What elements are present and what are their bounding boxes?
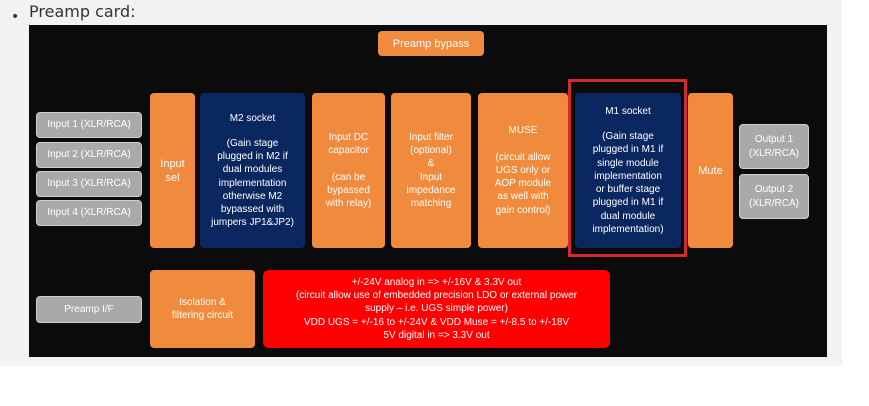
output-2-block: Output 2 (XLR/RCA): [739, 174, 809, 219]
input-4-block: Input 4 (XLR/RCA): [36, 200, 142, 226]
m2-socket-block: M2 socket (Gain stage plugged in M2 if d…: [200, 93, 305, 248]
m1-socket-title: M1 socket: [605, 106, 651, 118]
preamp-if-block: Preamp I/F: [36, 296, 142, 323]
m2-socket-body: (Gain stage plugged in M2 if dual module…: [211, 137, 294, 229]
isolation-filtering-block: Isolation & filtering circuit: [150, 270, 255, 348]
input-filter-block: Input filter (optional) & Input impedanc…: [391, 93, 471, 248]
m2-socket-title: M2 socket: [229, 112, 276, 124]
input-dc-capacitor-block: Input DC capacitor (can be bypassed with…: [312, 93, 385, 248]
muse-block: MUSE (circuit allow UGS only or AOP modu…: [478, 93, 568, 248]
input-1-block: Input 1 (XLR/RCA): [36, 112, 142, 138]
preamp-bypass-block: Preamp bypass: [378, 31, 484, 56]
output-1-block: Output 1 (XLR/RCA): [739, 124, 809, 169]
bullet-label: Preamp card:: [29, 2, 136, 21]
m1-socket-body: (Gain stage plugged in M1 if single modu…: [592, 131, 664, 235]
preamp-card-diagram: Preamp bypass Input 1 (XLR/RCA) Input 2 …: [29, 25, 827, 357]
m1-socket-block: M1 socket (Gain stage plugged in M1 if s…: [575, 93, 681, 248]
input-2-block: Input 2 (XLR/RCA): [36, 142, 142, 168]
input-3-block: Input 3 (XLR/RCA): [36, 171, 142, 197]
mute-block: Mute: [688, 93, 733, 248]
input-sel-block: Input sel: [150, 93, 195, 248]
power-supply-block: +/-24V analog in => +/-16V & 3.3V out (c…: [263, 270, 610, 348]
m1-highlight-frame: [568, 79, 687, 257]
bullet-icon: •: [11, 9, 20, 25]
